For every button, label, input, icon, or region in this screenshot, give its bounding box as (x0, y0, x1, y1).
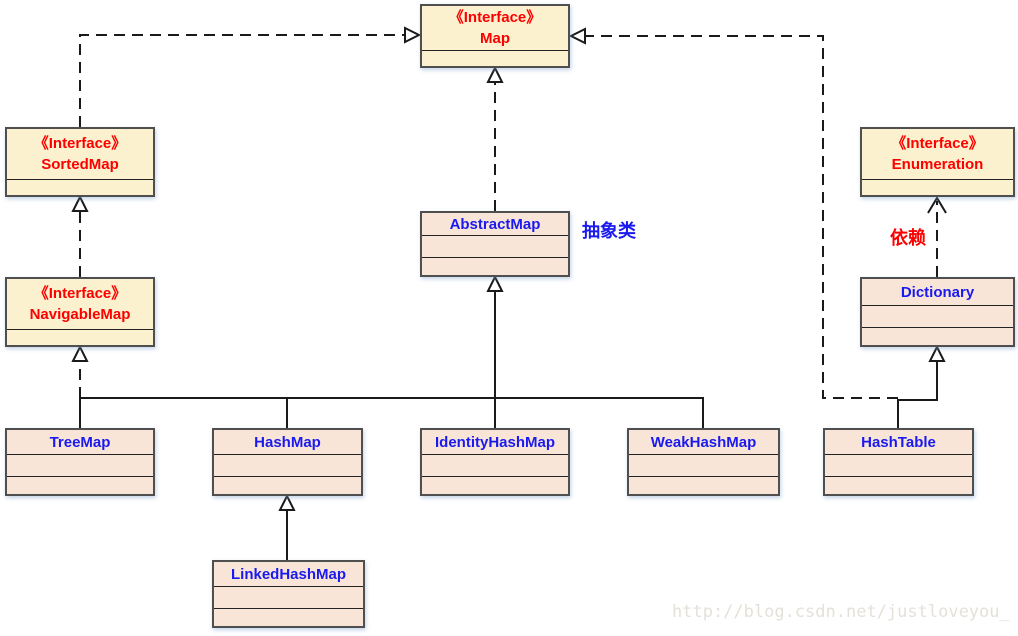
node-name: HashMap (254, 433, 321, 451)
methods-compartment (7, 476, 153, 494)
node-name: Map (480, 30, 510, 47)
node-header: IdentityHashMap (422, 430, 568, 454)
methods-compartment (825, 476, 972, 494)
node-name: TreeMap (49, 433, 111, 451)
methods-compartment (629, 476, 778, 494)
class-node-identityhashmap: IdentityHashMap (420, 428, 570, 496)
node-header: HashMap (214, 430, 361, 454)
node-name: HashTable (861, 433, 936, 451)
attributes-compartment (629, 454, 778, 476)
class-node-abstractmap: AbstractMap (420, 211, 570, 277)
class-node-weakhashmap: WeakHashMap (627, 428, 780, 496)
attributes-compartment (214, 586, 363, 608)
node-name: NavigableMap (29, 306, 131, 323)
class-node-hashtable: HashTable (823, 428, 974, 496)
open-arrowhead-enumeration-bottom (927, 196, 947, 214)
node-name: Dictionary (900, 283, 975, 301)
node-header: LinkedHashMap (214, 562, 363, 586)
stereotype-label: 《Interface》 (448, 9, 542, 26)
stereotype-label: 《Interface》 (33, 135, 127, 152)
class-node-hashmap: HashMap (212, 428, 363, 496)
interface-node-navigablemap: 《Interface》 NavigableMap (5, 277, 155, 347)
triangle-arrowhead-map-left (404, 26, 422, 44)
node-name: AbstractMap (449, 215, 541, 233)
triangle-arrowhead-map-bottom (486, 65, 504, 83)
interface-node-enumeration: 《Interface》 Enumeration (860, 127, 1015, 197)
methods-compartment (214, 476, 361, 494)
members-compartment (7, 329, 153, 345)
members-compartment (862, 179, 1013, 195)
node-name: SortedMap (41, 156, 119, 173)
attributes-compartment (422, 235, 568, 257)
methods-compartment (422, 476, 568, 494)
members-compartment (422, 50, 568, 66)
node-header: 《Interface》 Map (422, 6, 568, 50)
node-header: TreeMap (7, 430, 153, 454)
node-header: AbstractMap (422, 213, 568, 235)
stereotype-label: 《Interface》 (33, 285, 127, 302)
node-header: 《Interface》 Enumeration (862, 129, 1013, 179)
triangle-arrowhead-dictionary-bottom (928, 344, 946, 362)
attributes-compartment (214, 454, 361, 476)
triangle-arrowhead-hashmap-bottom (278, 493, 296, 511)
node-name: IdentityHashMap (434, 433, 555, 451)
connector-hashtable-dictionary (897, 362, 938, 428)
triangle-arrowhead-sortedmap-bottom (71, 194, 89, 212)
members-compartment (7, 179, 153, 195)
interface-node-map: 《Interface》 Map (420, 4, 570, 68)
class-node-treemap: TreeMap (5, 428, 155, 496)
methods-compartment (862, 327, 1013, 345)
node-header: Dictionary (862, 279, 1013, 305)
class-node-dictionary: Dictionary (860, 277, 1015, 347)
interface-node-sortedmap: 《Interface》 SortedMap (5, 127, 155, 197)
methods-compartment (214, 608, 363, 626)
triangle-arrowhead-map-right (568, 27, 586, 45)
node-name: Enumeration (891, 156, 984, 173)
triangle-arrowhead-abstractmap-bottom (486, 274, 504, 292)
node-header: WeakHashMap (629, 430, 778, 454)
triangle-arrowhead-navigablemap-bottom (71, 344, 89, 362)
node-name: LinkedHashMap (230, 565, 347, 583)
node-header: 《Interface》 NavigableMap (7, 279, 153, 329)
attributes-compartment (862, 305, 1013, 327)
watermark-url: http://blog.csdn.net/justloveyou_ (672, 602, 1010, 622)
node-header: 《Interface》 SortedMap (7, 129, 153, 179)
stereotype-label: 《Interface》 (891, 135, 984, 152)
class-node-linkedhashmap: LinkedHashMap (212, 560, 365, 628)
node-header: HashTable (825, 430, 972, 454)
attributes-compartment (7, 454, 153, 476)
attributes-compartment (825, 454, 972, 476)
abstract-class-annotation: 抽象类 (582, 221, 636, 241)
methods-compartment (422, 257, 568, 275)
node-name: WeakHashMap (650, 433, 757, 451)
connector-sortedmap-map (79, 34, 404, 127)
dependency-annotation: 依赖 (890, 228, 926, 248)
connector-hashtable-map (586, 35, 898, 399)
attributes-compartment (422, 454, 568, 476)
connector-subclasses-abstractmap (79, 292, 704, 428)
